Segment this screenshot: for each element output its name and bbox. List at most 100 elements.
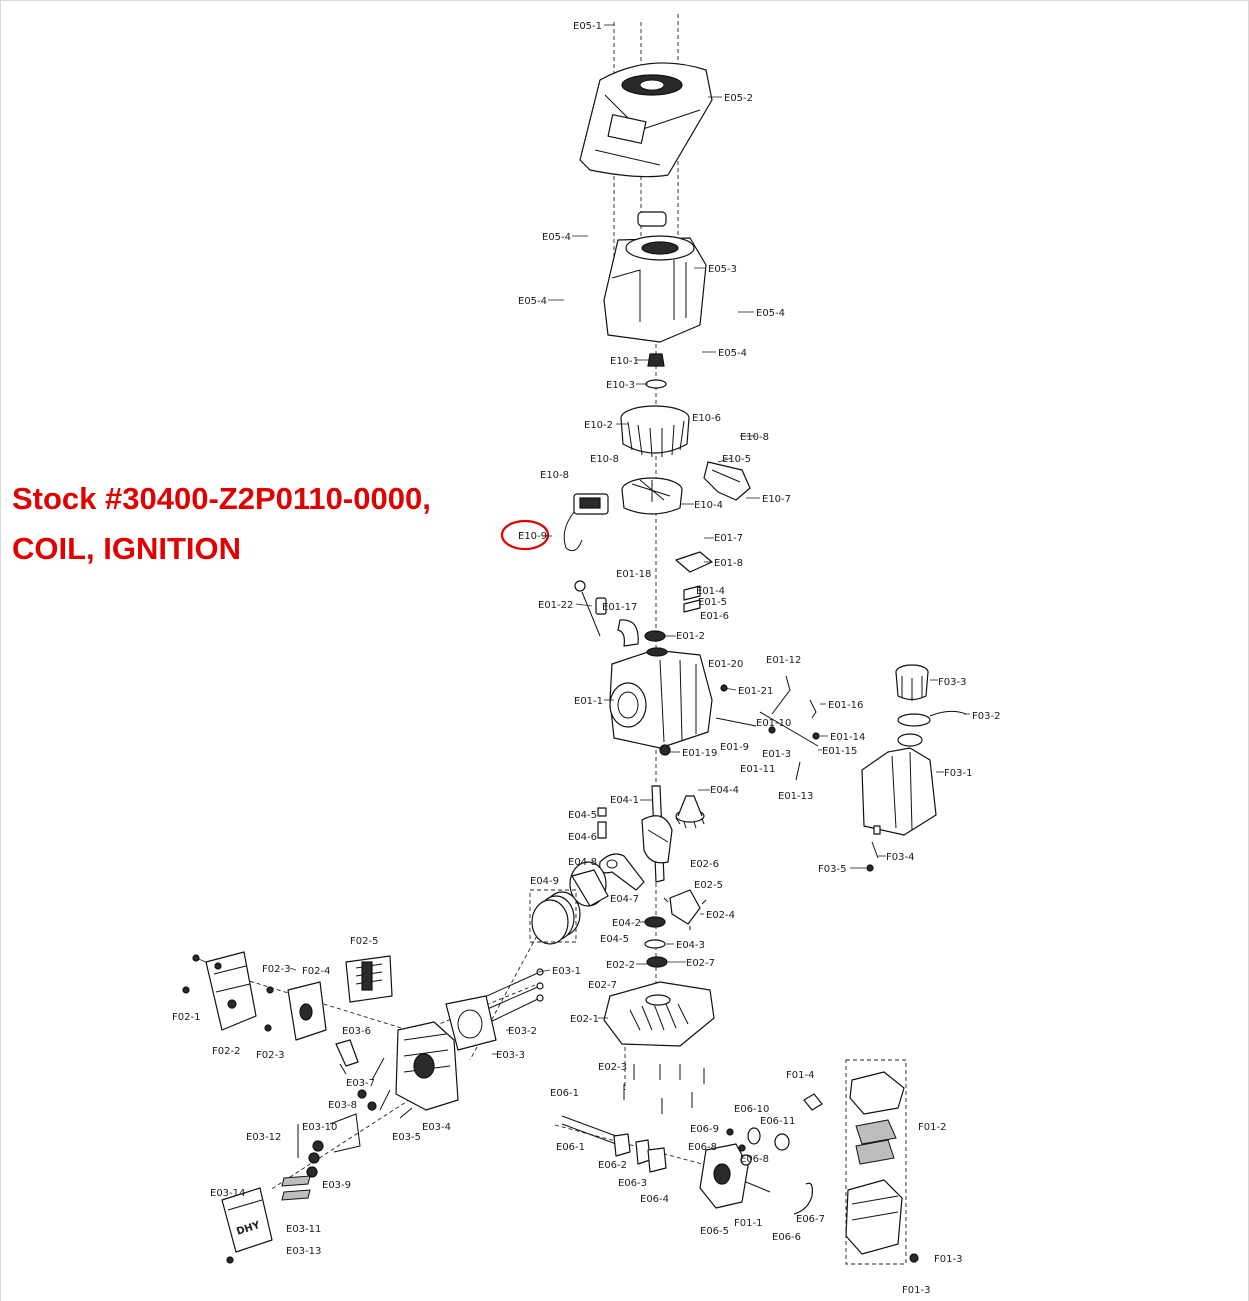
rocker-arms — [281, 1175, 311, 1201]
label-E01-2: E01-2 — [676, 631, 705, 642]
label-E04-4: E04-4 — [710, 785, 739, 796]
label-E04-1: E04-1 — [610, 795, 639, 806]
governor-linkage — [659, 675, 820, 781]
label-E04-7: E04-7 — [610, 894, 639, 905]
stock-callout: Stock #30400-Z2P0110-0000, COIL, IGNITIO… — [12, 474, 532, 574]
choke-parts — [726, 1093, 823, 1152]
flywheel — [620, 405, 690, 458]
valve-cover: DHY — [221, 1187, 273, 1264]
label-E03-3: E03-3 — [496, 1050, 525, 1061]
piston — [569, 861, 609, 907]
label-E05-4: E05-4 — [756, 308, 785, 319]
label-F03-4: F03-4 — [886, 852, 914, 863]
label-E01-5: E01-5 — [698, 597, 727, 608]
label-E01-14: E01-14 — [830, 732, 865, 743]
fuel-line — [793, 1182, 813, 1215]
label-F02-4: F02-4 — [302, 966, 330, 977]
label-E01-7: E01-7 — [714, 533, 743, 544]
label-E01-10: E01-10 — [756, 718, 791, 729]
label-F01-3: F01-3 — [934, 1254, 962, 1265]
label-F03-5: F03-5 — [818, 864, 846, 875]
label-E03-5: E03-5 — [392, 1132, 421, 1143]
label-E06-9: E06-9 — [690, 1124, 719, 1135]
label-E02-5: E02-5 — [694, 880, 723, 891]
ignition-coil — [563, 493, 609, 552]
label-E01-1: E01-1 — [574, 696, 603, 707]
label-F03-2: F03-2 — [972, 711, 1000, 722]
label-E10-8: E10-8 — [740, 432, 769, 443]
label-E01-15: E01-15 — [822, 746, 857, 757]
label-E01-12: E01-12 — [766, 655, 801, 666]
muffler — [287, 981, 327, 1041]
label-E05-3: E05-3 — [708, 264, 737, 275]
label-F02-3: F02-3 — [256, 1050, 284, 1061]
label-E01-3: E01-3 — [762, 749, 791, 760]
label-E03-9: E03-9 — [322, 1180, 351, 1191]
label-E10-4: E10-4 — [694, 500, 723, 511]
label-E10-8: E10-8 — [540, 470, 569, 481]
label-E05-1: E05-1 — [573, 21, 602, 32]
label-E05-4: E05-4 — [718, 348, 747, 359]
carburetor — [699, 1143, 771, 1209]
highlight-circle — [500, 519, 550, 551]
label-F02-3: F02-3 — [262, 964, 290, 975]
cam-gear — [675, 795, 705, 829]
label-E03-14: E03-14 — [210, 1188, 245, 1199]
label-E03-4: E03-4 — [422, 1122, 451, 1133]
label-E10-8: E10-8 — [590, 454, 619, 465]
crankcase — [609, 647, 713, 749]
recoil-cover — [579, 62, 713, 178]
label-E06-11: E06-11 — [760, 1116, 795, 1127]
air-filter-group — [845, 1059, 919, 1265]
label-E03-8: E03-8 — [328, 1100, 357, 1111]
label-E03-13: E03-13 — [286, 1246, 321, 1257]
part-description: COIL, IGNITION — [12, 531, 242, 566]
sump-bolts — [623, 1064, 705, 1114]
crank-bearing — [644, 916, 668, 968]
label-E03-7: E03-7 — [346, 1078, 375, 1089]
label-E06-8: E06-8 — [740, 1154, 769, 1165]
label-E01-8: E01-8 — [714, 558, 743, 569]
label-F03-1: F03-1 — [944, 768, 972, 779]
label-E10-9: E10-9 — [518, 531, 547, 542]
label-E03-1: E03-1 — [552, 966, 581, 977]
label-F01-2: F01-2 — [918, 1122, 946, 1133]
fuel-cap-gasket — [897, 710, 967, 727]
label-F01-3: F01-3 — [902, 1285, 930, 1296]
governor-gear — [663, 889, 707, 930]
label-E04-5: E04-5 — [600, 934, 629, 945]
label-F01-1: F01-1 — [734, 1218, 762, 1229]
label-E04-2: E04-2 — [612, 918, 641, 929]
label-F01-4: F01-4 — [786, 1070, 814, 1081]
piston-rings — [529, 889, 581, 945]
label-E03-2: E03-2 — [508, 1026, 537, 1037]
label-E02-6: E02-6 — [690, 859, 719, 870]
label-E01-11: E01-11 — [740, 764, 775, 775]
label-F02-2: F02-2 — [212, 1046, 240, 1057]
label-E01-13: E01-13 — [778, 791, 813, 802]
label-E04-5: E04-5 — [568, 810, 597, 821]
part-labels: E05-1 E05-2 E05-4 E05-3 E05-4 E05-4 E05-… — [172, 21, 1000, 1296]
label-E01-17: E01-17 — [602, 602, 637, 613]
oil-guard — [617, 619, 639, 647]
label-E01-19: E01-19 — [682, 748, 717, 759]
label-E06-1: E06-1 — [556, 1142, 585, 1153]
cylinder-head — [395, 1021, 459, 1111]
head-gasket — [445, 995, 497, 1051]
label-E01-16: E01-16 — [828, 700, 863, 711]
label-E06-1: E06-1 — [550, 1088, 579, 1099]
label-E01-4: E01-4 — [696, 586, 725, 597]
label-E05-4: E05-4 — [542, 232, 571, 243]
label-E05-2: E05-2 — [724, 93, 753, 104]
label-E01-20: E01-20 — [708, 659, 743, 670]
piston-pin — [597, 807, 607, 839]
label-E06-7: E06-7 — [796, 1214, 825, 1225]
label-E01-6: E01-6 — [700, 611, 729, 622]
label-E06-8: E06-8 — [688, 1142, 717, 1153]
label-F02-5: F02-5 — [350, 936, 378, 947]
label-E02-3: E02-3 — [598, 1062, 627, 1073]
oil-seal — [644, 630, 666, 642]
connecting-rod — [599, 853, 645, 891]
label-E10-3: E10-3 — [606, 380, 635, 391]
label-E01-9: E01-9 — [720, 742, 749, 753]
